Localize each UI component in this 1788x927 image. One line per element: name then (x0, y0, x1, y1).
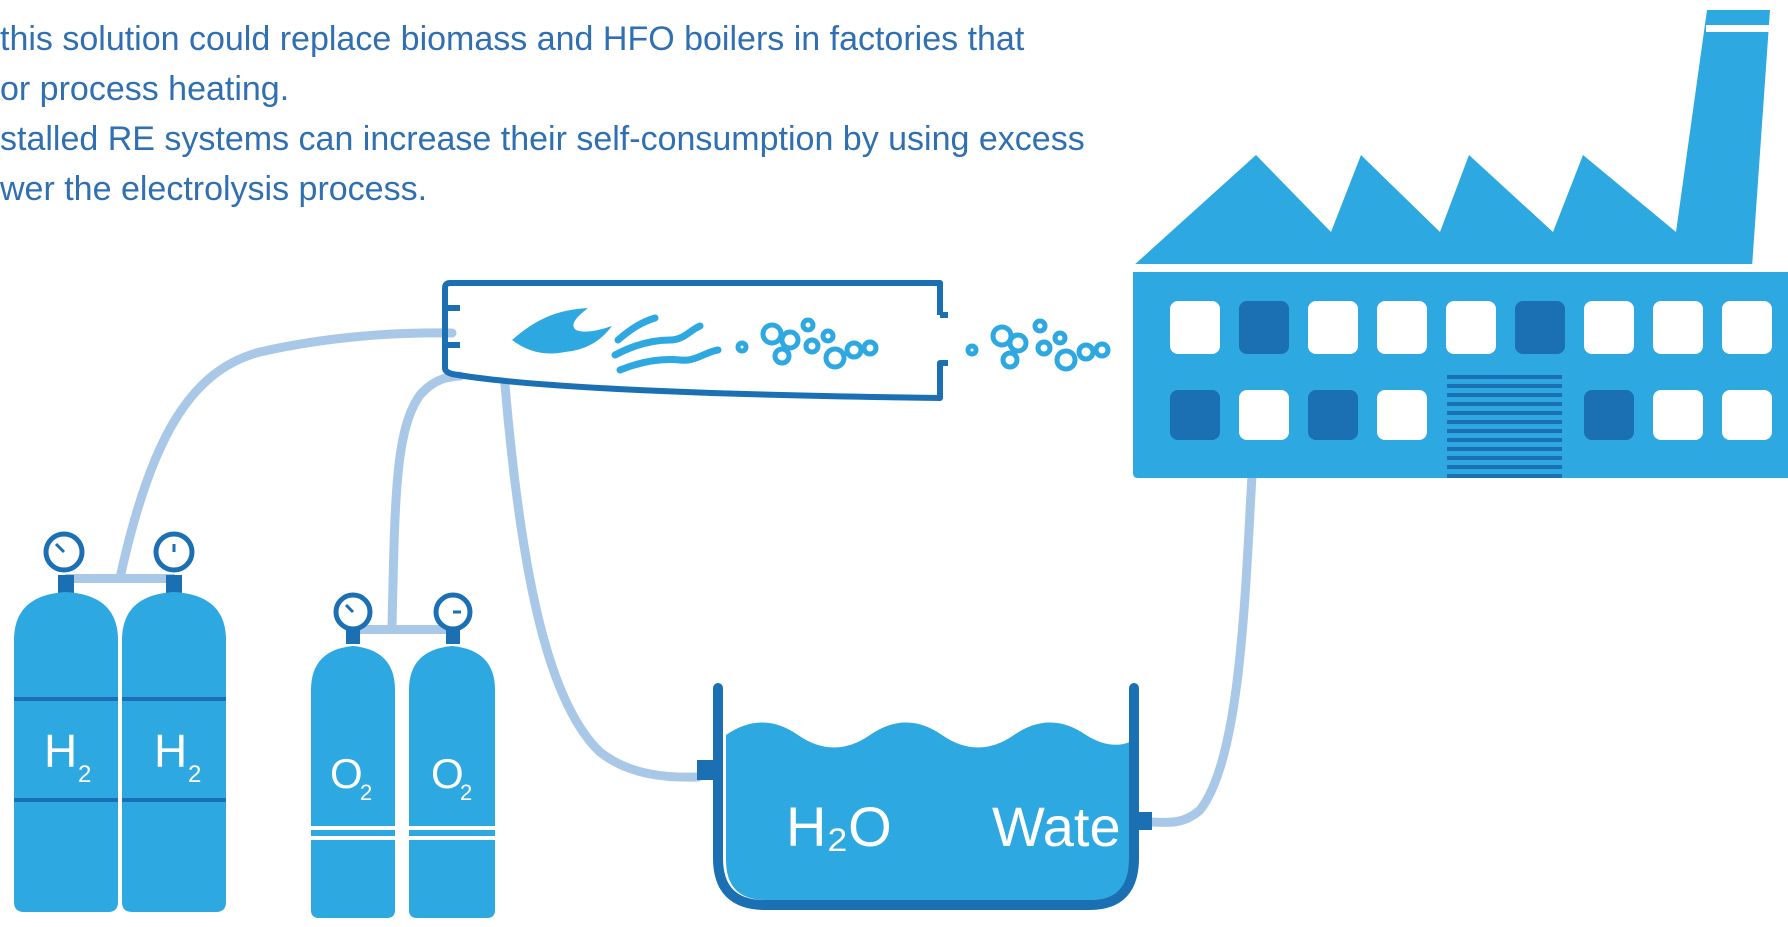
factory-icon (1133, 10, 1788, 478)
flame-icon (512, 308, 612, 354)
h2-left-label: H (44, 725, 77, 777)
caption-text: this solution could replace biomass and … (0, 14, 1250, 214)
tank-label: Wate (992, 795, 1121, 858)
h2-left-sub: 2 (78, 761, 91, 788)
h2-cylinder-left: H 2 (14, 575, 118, 912)
h2-right-sub: 2 (188, 761, 201, 788)
caption-line-2: or process heating. (0, 70, 290, 108)
factory-roof-stripe (1133, 264, 1788, 272)
factory-windows (1170, 301, 1772, 440)
o2-left-sub: 2 (360, 780, 372, 805)
caption-line-4: wer the electrolysis process. (0, 170, 428, 208)
o2-gauges (333, 592, 473, 632)
o2-left-label: O (330, 750, 363, 797)
burner-inlet (448, 305, 948, 348)
gauge-icon (43, 531, 195, 573)
caption-line-3: stalled RE systems can increase their se… (0, 120, 1085, 158)
pipe-o2-to-burner (387, 371, 465, 631)
tank-inlet-left (697, 760, 719, 780)
o2-cylinder-left: O 2 (311, 628, 395, 918)
o2-right-sub: 2 (460, 780, 472, 805)
o2-cylinder-right: O 2 (409, 628, 495, 918)
oxygen-cylinder-group: O 2 O 2 (311, 592, 495, 918)
burner-icon (442, 280, 1111, 401)
o2-connector (355, 625, 455, 634)
tank-inlet-right (1134, 812, 1152, 830)
pipe-burner-to-tank (500, 380, 703, 782)
pipe-factory-to-tank (1145, 470, 1257, 827)
steam-bubbles (735, 317, 1111, 372)
o2-right-label: O (431, 750, 464, 797)
o2-gauge-needles (344, 603, 461, 614)
factory-door (1447, 375, 1562, 478)
burner-outline (442, 280, 948, 401)
water-tank-icon: H₂O Wate (697, 683, 1152, 910)
chimney-stripe (1706, 25, 1770, 32)
tank-water (726, 722, 1130, 900)
tank-walls (713, 683, 1139, 910)
pipes (115, 328, 1257, 827)
h2-cylinder-right: H 2 (122, 575, 226, 912)
h2-right-label: H (154, 725, 187, 777)
pipe-h2-to-burner (115, 328, 457, 583)
h2-connector (65, 574, 175, 583)
gauge-needles (54, 542, 176, 554)
hydrogen-cylinder-group: H 2 H 2 (14, 531, 226, 912)
tank-formula: H₂O (786, 795, 892, 858)
heat-waves (611, 314, 722, 374)
factory-body (1133, 10, 1788, 478)
caption-line-1: this solution could replace biomass and … (0, 20, 1025, 58)
